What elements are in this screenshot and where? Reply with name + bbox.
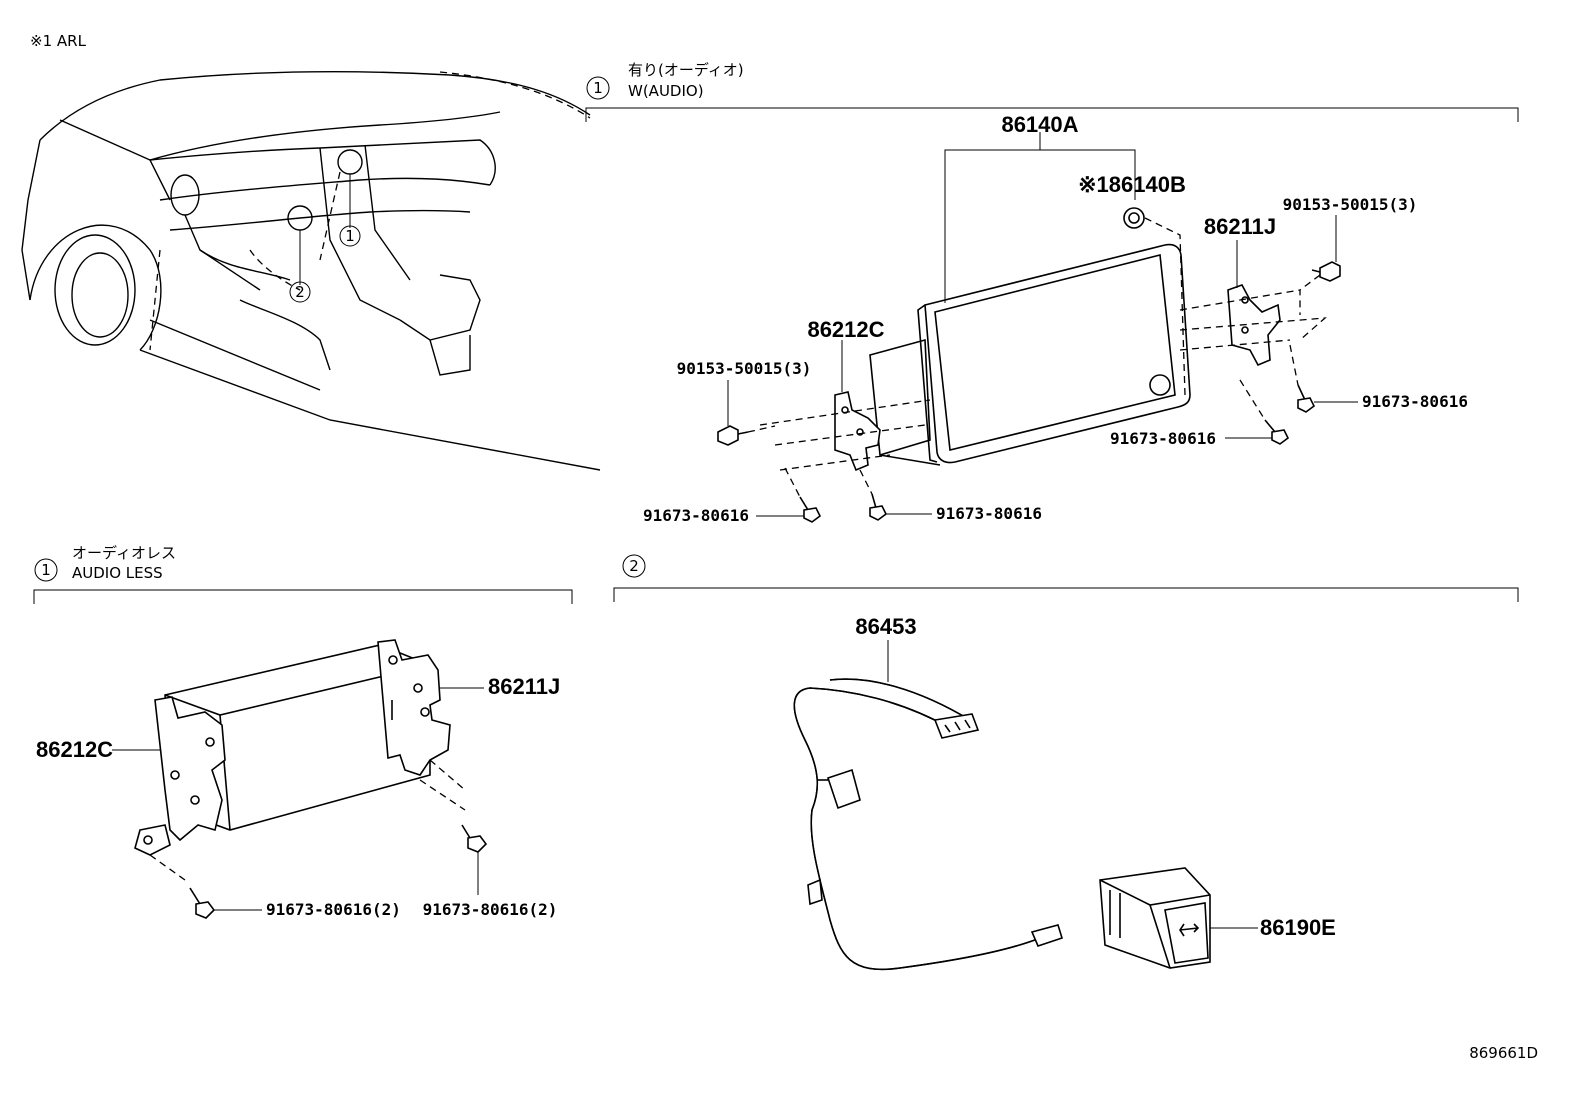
label-bracket-86211j: 86211J — [1204, 214, 1276, 239]
screw-left-2 — [859, 469, 932, 521]
usb-socket — [1099, 867, 1258, 969]
label-screw-left-1: 91673-80616 — [643, 506, 749, 525]
svg-text:AUDIO LESS: AUDIO LESS — [72, 564, 163, 582]
svg-text:2: 2 — [629, 557, 639, 575]
label-harness-86453: 86453 — [855, 614, 916, 639]
label-audio-less-screw-right: 91673-80616(2) — [423, 900, 558, 919]
label-bracket-86212c: 86212C — [807, 317, 884, 342]
svg-text:W(AUDIO): W(AUDIO) — [628, 82, 704, 100]
screw-right-2 — [1225, 379, 1290, 445]
svg-text:1: 1 — [41, 561, 51, 579]
label-audio-less-bracket-left: 86212C — [36, 737, 113, 762]
car-interior-overview — [21, 71, 601, 471]
label-audio-less-screw-left: 91673-80616(2) — [266, 900, 401, 919]
svg-text:2: 2 — [295, 283, 305, 301]
screw-left-1 — [756, 467, 822, 523]
arl-note: ※1 ARL — [30, 32, 87, 50]
svg-text:有り(オーディオ): 有り(オーディオ) — [628, 61, 744, 79]
bracket-left-86212c — [759, 340, 931, 472]
drawing-number: 869661D — [1469, 1044, 1538, 1062]
label-bolt-left-top: 90153-50015(3) — [677, 359, 812, 378]
audio-less-screw-right — [461, 824, 488, 895]
section-usb-header: 2 — [613, 554, 1519, 602]
section-with-audio-header: 1 有り(オーディオ) W(AUDIO) — [585, 61, 1519, 122]
audio-less-box — [134, 639, 466, 881]
label-bolt-right-top: 90153-50015(3) — [1283, 195, 1418, 214]
label-display-86140a: 86140A — [1001, 112, 1078, 137]
section-audio-less-header: 1 オーディオレス AUDIO LESS — [33, 544, 573, 604]
screw-right-1 — [1289, 344, 1358, 413]
label-audio-less-bracket-right: 86211J — [488, 674, 560, 699]
svg-text:1: 1 — [345, 227, 355, 245]
display-unit — [869, 132, 1191, 466]
label-screw-right-2: 91673-80616 — [1110, 429, 1216, 448]
audio-less-screw-left — [189, 887, 262, 919]
usb-harness — [793, 640, 1063, 971]
component-86140b — [1123, 207, 1186, 396]
svg-text:オーディオレス: オーディオレス — [72, 544, 176, 562]
overview-callout-1: 1 — [339, 225, 361, 247]
label-86140b: ※186140B — [1078, 172, 1186, 197]
overview-callout-2: 2 — [289, 281, 311, 303]
bolt-right-top — [1299, 215, 1341, 291]
label-usb-socket-86190e: 86190E — [1260, 915, 1336, 940]
bolt-left-top — [717, 380, 776, 446]
svg-text:1: 1 — [593, 79, 603, 97]
bracket-right-86211j — [1179, 240, 1327, 367]
label-screw-left-2: 91673-80616 — [936, 504, 1042, 523]
label-screw-right-1: 91673-80616 — [1362, 392, 1468, 411]
